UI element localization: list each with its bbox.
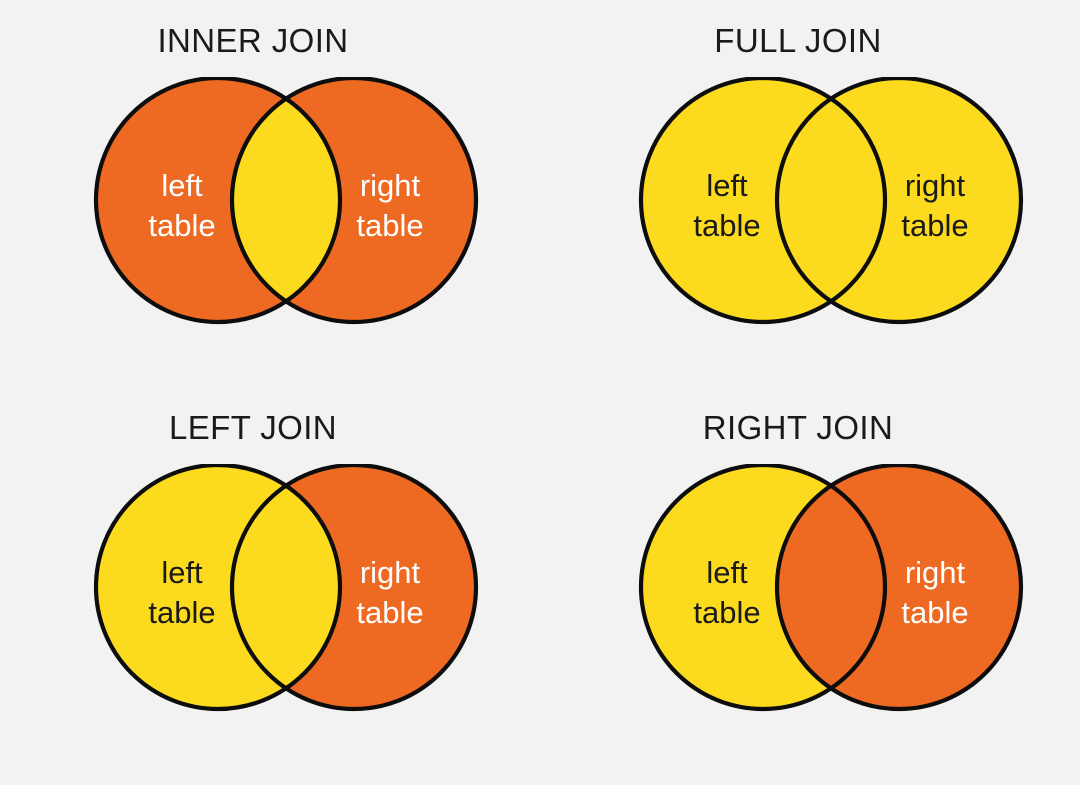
venn-graphic-inner-join: left table right table (93, 77, 479, 325)
venn-label-left-left-join: left table (148, 555, 215, 630)
circle-outline-right-inner-join (229, 77, 479, 325)
circle-outline-right-left-join (229, 464, 479, 712)
circle-outline-left-full-join (638, 77, 888, 325)
venn-label-left-line1-right-join: left (706, 555, 748, 590)
venn-label-right-line1-full-join: right (905, 168, 966, 203)
panel-title-right-join: RIGHT JOIN (702, 409, 894, 446)
venn-label-right-line2-right-join: table (901, 595, 968, 630)
venn-label-right-line2-inner-join: table (356, 208, 423, 243)
venn-label-left-line2-left-join: table (148, 595, 215, 630)
venn-label-right-line1-right-join: right (905, 555, 966, 590)
venn-panel-right-join: RIGHT JOIN left table right table (563, 409, 1033, 769)
panel-title-inner-join: INNER JOIN (157, 22, 349, 59)
circle-outline-left-inner-join (93, 77, 343, 325)
circle-outline-right-full-join (774, 77, 1024, 325)
venn-graphic-full-join: left table right table (638, 77, 1024, 325)
venn-label-right-inner-join: right table (356, 168, 423, 243)
venn-panel-inner-join: INNER JOIN left table right table (18, 22, 488, 382)
venn-label-left-line2-right-join: table (693, 595, 760, 630)
region-intersection-full-join (777, 78, 885, 322)
venn-label-right-left-join: right table (356, 555, 423, 630)
venn-label-right-line1-left-join: right (360, 555, 421, 590)
region-intersection-right-join (777, 465, 885, 709)
venn-graphic-left-join: left table right table (93, 464, 479, 712)
venn-label-right-line2-full-join: table (901, 208, 968, 243)
venn-label-right-right-join: right table (901, 555, 968, 630)
region-intersection-inner-join (232, 78, 340, 322)
venn-label-left-line1-full-join: left (706, 168, 748, 203)
circle-outline-left-right-join (638, 464, 888, 712)
venn-label-left-line2-full-join: table (693, 208, 760, 243)
venn-label-left-full-join: left table (693, 168, 760, 243)
venn-label-right-line2-left-join: table (356, 595, 423, 630)
venn-label-right-full-join: right table (901, 168, 968, 243)
venn-label-left-inner-join: left table (148, 168, 215, 243)
circle-outline-left-left-join (93, 464, 343, 712)
venn-panel-full-join: FULL JOIN left table right table (563, 22, 1033, 382)
panel-title-left-join: LEFT JOIN (168, 409, 338, 446)
panel-title-full-join: FULL JOIN (714, 22, 882, 59)
circle-outline-right-right-join (774, 464, 1024, 712)
region-intersection-left-join (232, 465, 340, 709)
venn-label-left-line2-inner-join: table (148, 208, 215, 243)
venn-label-left-line1-inner-join: left (161, 168, 203, 203)
venn-label-right-line1-inner-join: right (360, 168, 421, 203)
venn-label-left-right-join: left table (693, 555, 760, 630)
venn-graphic-right-join: left table right table (638, 464, 1024, 712)
venn-panel-left-join: LEFT JOIN left table right table (18, 409, 488, 769)
venn-label-left-line1-left-join: left (161, 555, 203, 590)
